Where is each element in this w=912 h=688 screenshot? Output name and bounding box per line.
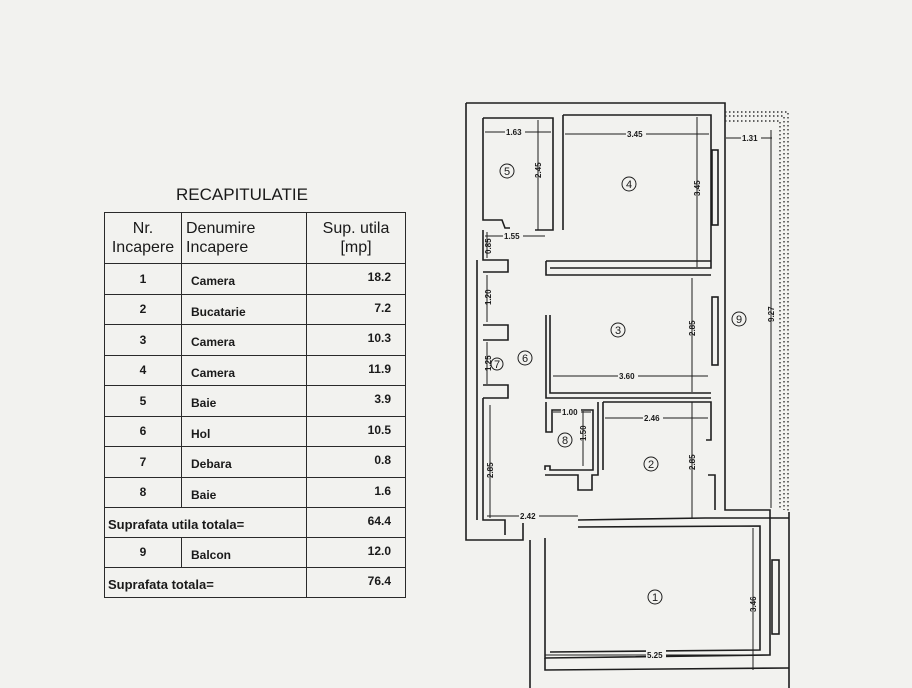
- room-area: 11.9: [306, 354, 406, 386]
- dim-r1-height: 3.46: [749, 596, 758, 612]
- room-label-3: 3: [615, 325, 621, 337]
- useful-total-row: Suprafata utila totala= 64.4: [104, 507, 406, 538]
- room-name: Baie: [181, 476, 307, 508]
- useful-total-value: 64.4: [306, 507, 406, 538]
- table-row: 4 Camera 11.9: [104, 354, 406, 386]
- dim-r2-height: 2.85: [688, 454, 697, 470]
- dim-r3-width: 3.60: [619, 372, 635, 381]
- room-label-5: 5: [504, 166, 510, 178]
- table-row: 8 Baie 1.6: [104, 476, 406, 508]
- room-nr: 1: [104, 263, 182, 295]
- room-label-6: 6: [522, 353, 528, 365]
- header-nr-line1: Nr.: [132, 220, 154, 237]
- room-area: 0.8: [306, 446, 406, 478]
- header-name-line1: Denumire: [186, 220, 256, 237]
- room-nr: 2: [104, 293, 182, 325]
- room-nr: 3: [104, 324, 182, 356]
- dim-r3-height: 2.85: [688, 320, 697, 336]
- useful-total-label: Suprafata utila totala=: [104, 507, 307, 538]
- room-label-9: 9: [736, 314, 742, 326]
- room-nr: 7: [104, 446, 182, 478]
- dim-hall-lower-height: 2.85: [486, 462, 495, 478]
- dim-r4-width: 3.45: [627, 130, 643, 139]
- grand-total-label: Suprafata totala=: [104, 567, 307, 598]
- room-name: Debara: [181, 446, 307, 478]
- dim-r8-width: 1.00: [562, 408, 578, 417]
- dim-hall-upper-height: 0.85: [484, 238, 493, 254]
- summary-table: Nr. Incapere Denumire Incapere Sup. util…: [104, 212, 406, 598]
- room-nr: 9: [104, 536, 182, 568]
- header-nr: Nr. Incapere: [104, 212, 182, 264]
- dim-hall-upper-width: 1.55: [504, 232, 520, 241]
- room-label-4: 4: [626, 179, 632, 191]
- dim-hall-mid-height: 1.20: [484, 289, 493, 305]
- dim-r5-width: 1.63: [506, 128, 522, 137]
- dim-balcony-length: 9.27: [767, 306, 776, 322]
- room-name: Camera: [181, 324, 307, 356]
- room-label-8: 8: [562, 435, 568, 447]
- header-area-line1: Sup. utila: [322, 220, 390, 237]
- table-row: 7 Debara 0.8: [104, 446, 406, 478]
- room-label-1: 1: [652, 592, 658, 604]
- outer-wall-top: [466, 102, 726, 152]
- room-label-2: 2: [648, 459, 654, 471]
- dim-r1-width: 5.25: [647, 651, 663, 660]
- room-area: 12.0: [306, 536, 406, 568]
- room-area: 10.3: [306, 324, 406, 356]
- dim-r2-width: 2.46: [644, 414, 660, 423]
- room-nr: 4: [104, 354, 182, 386]
- room-label-7: 7: [494, 359, 500, 371]
- room-area: 7.2: [306, 293, 406, 325]
- dim-r8-height: 1.50: [579, 425, 588, 441]
- table-row: 5 Baie 3.9: [104, 385, 406, 417]
- dim-r7-height: 1.25: [484, 355, 493, 371]
- table-row: 3 Camera 10.3: [104, 324, 406, 356]
- dim-r4-height: 3.45: [693, 180, 702, 196]
- dim-r5-height: 2.45: [534, 162, 543, 178]
- room-name: Balcon: [181, 536, 307, 568]
- dim-balcony-width: 1.31: [742, 134, 758, 143]
- grand-total-value: 76.4: [306, 567, 406, 598]
- header-name-line2: Incapere: [186, 239, 249, 256]
- dim-hall-lower-width: 2.42: [520, 512, 536, 521]
- room-area: 1.6: [306, 476, 406, 508]
- table-row: 9 Balcon 12.0: [104, 536, 406, 568]
- grand-total-row: Suprafata totala= 76.4: [104, 567, 406, 598]
- summary-title: RECAPITULATIE: [176, 185, 308, 204]
- table-header-row: Nr. Incapere Denumire Incapere Sup. util…: [104, 212, 406, 264]
- room-name: Camera: [181, 354, 307, 386]
- header-area: Sup. utila [mp]: [306, 212, 406, 264]
- header-name: Denumire Incapere: [181, 212, 307, 264]
- header-area-line2: [mp]: [340, 239, 372, 256]
- room-area: 18.2: [306, 263, 406, 295]
- header-nr-line2: Incapere: [111, 239, 175, 256]
- room-name: Baie: [181, 385, 307, 417]
